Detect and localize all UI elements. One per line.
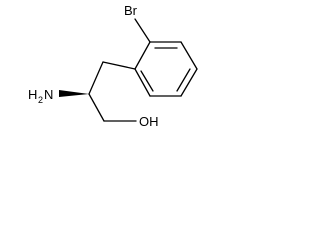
wedge-bond (59, 90, 89, 97)
structure-diagram: Br H 2 N OH (28, 3, 198, 129)
chiral-ch2oh-bond (88, 93, 105, 122)
amino-h: H (28, 87, 37, 102)
c-br-bond (134, 18, 151, 43)
ring-bond (180, 41, 198, 70)
ring-double-bond (140, 70, 154, 92)
ring-ch2-bond (102, 61, 136, 70)
amino-n: N (44, 87, 53, 102)
bromine-label: Br (124, 3, 138, 18)
amino-label: H 2 N (28, 87, 53, 105)
hydroxyl-label: OH (139, 114, 159, 129)
ring-bond (134, 41, 151, 70)
benzene-ring (134, 41, 198, 97)
ring-double-bond (176, 68, 191, 92)
amino-subscript: 2 (38, 95, 43, 105)
ring-bond (180, 68, 198, 97)
ring-bond (134, 68, 151, 97)
ch2-chiral-bond (88, 61, 104, 95)
